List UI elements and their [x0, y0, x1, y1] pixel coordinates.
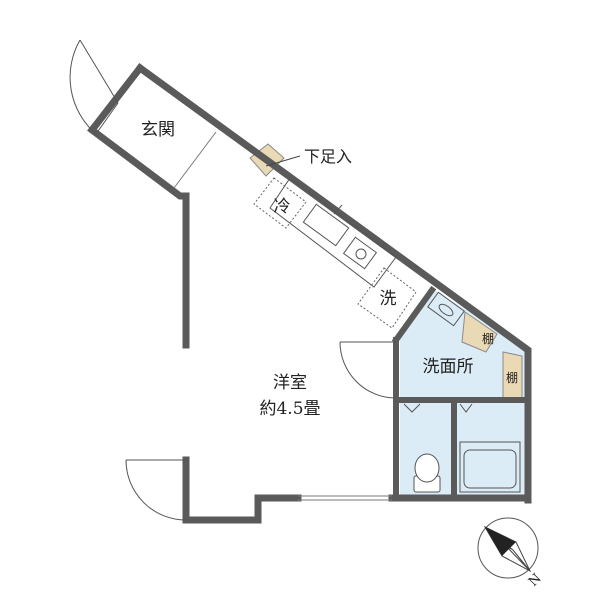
bottom-wall: [182, 494, 302, 524]
shelf-2-label: 棚: [506, 370, 518, 385]
kitchen-faucet: [333, 204, 343, 215]
fridge-label: 冷: [274, 197, 291, 217]
washroom-door: [339, 341, 397, 399]
washer-label: 洗: [380, 289, 397, 309]
washroom-floor: [400, 290, 525, 398]
washroom-diagonal-wall: [391, 285, 437, 345]
left-door: [125, 459, 187, 521]
fridge-space: [253, 177, 307, 229]
shelf-1-area: [461, 311, 498, 353]
shoe-box-leader: [265, 155, 301, 167]
doors: [69, 39, 473, 521]
compass-needle-black-half: [485, 527, 516, 556]
toilet: [413, 453, 441, 493]
compass: N: [477, 517, 545, 590]
stove-burner: [355, 248, 367, 260]
diagonal-wall: [135, 63, 532, 504]
shelf-1-label: 棚: [482, 331, 494, 346]
bath-floor: [456, 400, 525, 496]
kitchen-sink: [302, 203, 350, 247]
kitchen-counter: [269, 177, 397, 288]
washroom-basin: [427, 291, 465, 327]
bottom-window: [298, 495, 392, 501]
kitchen: [269, 177, 397, 288]
entrance-door: [69, 39, 119, 135]
toilet-door: [403, 403, 421, 413]
bathtub: [459, 441, 521, 493]
washroom-label: 洗面所: [423, 357, 474, 377]
wet-area-fills: [400, 290, 525, 496]
entrance-step-line: [173, 131, 217, 189]
shoe-box-label: 下足入: [304, 147, 352, 166]
entrance-label: 玄関: [141, 120, 175, 140]
compass-direction: N: [526, 571, 545, 590]
walls: [87, 63, 532, 524]
western-room-label: 洋室: [273, 373, 307, 393]
bath-door: [459, 403, 473, 413]
compass-ring: [477, 517, 539, 579]
stove: [342, 236, 378, 270]
western-room-size: 約4.5畳: [259, 399, 320, 419]
